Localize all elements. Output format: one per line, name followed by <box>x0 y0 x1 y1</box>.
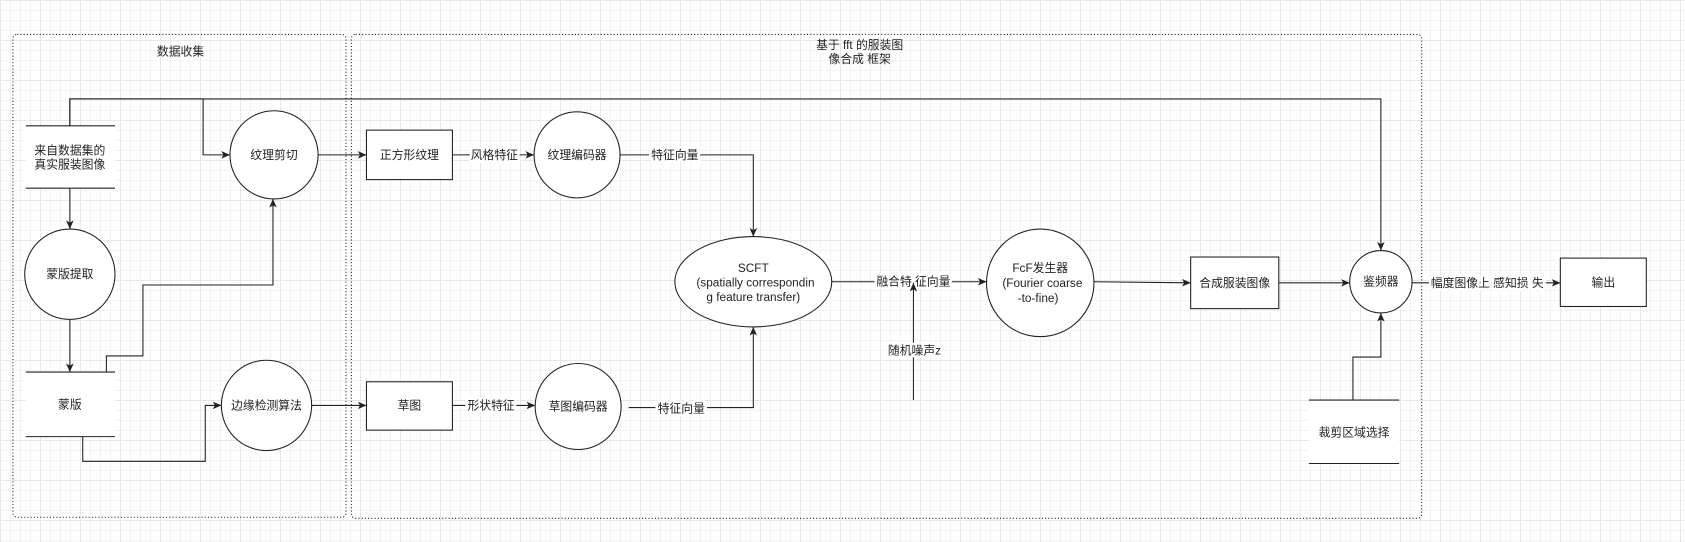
container-label-line: 像合成 框架 <box>829 52 892 66</box>
node-scft[interactable]: SCFT (spatially correspondin g feature t… <box>674 236 833 328</box>
data-store-fill <box>25 372 115 437</box>
node-label: 边缘检测算法 <box>231 398 302 412</box>
node-label-line: g feature transfer) <box>706 290 800 304</box>
edge-real-images-to-texture-crop[interactable] <box>69 98 230 159</box>
edge-label: 特征向量 <box>658 402 705 416</box>
data-store-fill <box>1308 400 1400 464</box>
node-label-line: -to-fine) <box>1018 291 1059 305</box>
container-data-collection[interactable]: 数据收集 <box>12 33 347 518</box>
edge-line <box>1093 278 1191 287</box>
edge-mask-to-edge-detection[interactable] <box>82 401 222 462</box>
edge-label: 形状特征 <box>467 398 514 412</box>
edge-line <box>1352 312 1385 401</box>
entity-box <box>1559 257 1647 308</box>
entity-box <box>1190 256 1280 310</box>
node-label: 草图编码器 <box>549 399 608 413</box>
edge-label: 随机噪声z <box>888 344 941 358</box>
node-label-line: FcF发生器 <box>1012 261 1068 275</box>
node-label: 草图 <box>398 398 422 412</box>
node-sketch-encoder[interactable]: 草图编码器 <box>534 362 622 451</box>
node-output[interactable]: 输出 <box>1559 257 1647 308</box>
entity-box <box>365 129 453 181</box>
edge-scft-to-fcf-generator[interactable]: 融合特 征向量 <box>831 272 987 291</box>
container-border <box>12 33 347 518</box>
edge-line <box>82 401 222 462</box>
node-label-line: 真实服装图像 <box>34 158 105 172</box>
node-label: 输出 <box>1592 275 1616 289</box>
node-label-line: 来自数据集的 <box>34 144 105 158</box>
node-mask[interactable]: 蒙版 <box>25 371 115 438</box>
edge-label: 幅度图像上 感知损 失 <box>1431 276 1544 290</box>
edge-label: 风格特征 <box>471 148 518 162</box>
node-edge-detection[interactable]: 边缘检测算法 <box>220 359 313 452</box>
node-square-texture[interactable]: 正方形纹理 <box>365 129 453 181</box>
edge-line <box>105 198 277 373</box>
edge-mask-to-texture-crop[interactable] <box>105 198 277 373</box>
edge-sketch-to-sketch-encoder[interactable]: 形状特征 <box>452 396 536 415</box>
container-label-line: 基于 fft 的服装图 <box>816 38 903 52</box>
node-label: 纹理编码器 <box>548 148 607 162</box>
node-sketch[interactable]: 草图 <box>365 381 453 431</box>
node-label: 纹理剪切 <box>250 148 297 162</box>
node-texture-crop[interactable]: 纹理剪切 <box>229 110 319 200</box>
node-crop-region[interactable]: 裁剪区域选择 <box>1308 399 1400 465</box>
node-label-line: SCFT <box>738 261 769 275</box>
edge-label: 融合特 征向量 <box>876 275 950 289</box>
node-synthesized-image[interactable]: 合成服装图像 <box>1190 256 1280 310</box>
node-label-line: (spatially correspondin <box>696 275 814 289</box>
node-texture-encoder[interactable]: 纹理编码器 <box>533 111 621 199</box>
edge-discriminator-to-output[interactable]: 幅度图像上 感知损 失 <box>1412 273 1561 293</box>
container-label: 数据收集 <box>157 45 204 59</box>
process-circle <box>985 228 1095 338</box>
edge-sketch-encoder-to-scft[interactable]: 特征向量 <box>628 326 758 418</box>
node-label: 蒙版 <box>58 397 82 411</box>
data-store-fill <box>25 125 115 189</box>
edge-line <box>69 98 230 159</box>
process-circle <box>1349 250 1413 314</box>
node-label-line: (Fourier coarse <box>1002 276 1082 290</box>
process-circle <box>229 110 319 200</box>
process-ellipse <box>674 236 833 328</box>
edge-texture-encoder-to-scft[interactable]: 特征向量 <box>620 145 758 237</box>
edge-line <box>620 154 758 237</box>
edge-label: 特征向量 <box>651 148 698 162</box>
edge-line <box>628 326 758 409</box>
node-label: 蒙版提取 <box>46 267 93 281</box>
process-circle <box>220 359 313 452</box>
node-label: 鉴频器 <box>1363 275 1399 289</box>
node-fcf-generator[interactable]: FcF发生器 (Fourier coarse -to-fine) <box>985 228 1095 338</box>
node-real-images[interactable]: 来自数据集的 真实服装图像 <box>25 125 115 189</box>
edge-fcf-generator-to-synthesized-image[interactable] <box>1093 278 1191 287</box>
node-mask-extraction[interactable]: 蒙版提取 <box>24 228 116 320</box>
node-label: 正方形纹理 <box>380 148 439 162</box>
edge-random-noise[interactable]: 随机噪声z <box>885 282 944 401</box>
entity-box <box>365 381 453 431</box>
container-framework[interactable]: 基于 fft 的服装图 像合成 框架 <box>350 33 1423 519</box>
process-circle <box>533 111 621 199</box>
node-label: 合成服装图像 <box>1199 276 1270 290</box>
node-discriminator[interactable]: 鉴频器 <box>1349 250 1413 314</box>
process-circle <box>534 362 622 451</box>
container-border <box>350 33 1423 519</box>
process-circle <box>24 228 116 320</box>
edge-square-texture-to-texture-encoder[interactable]: 风格特征 <box>452 145 535 165</box>
node-label: 裁剪区域选择 <box>1319 425 1390 439</box>
edge-crop-region-to-discriminator[interactable] <box>1352 312 1385 401</box>
